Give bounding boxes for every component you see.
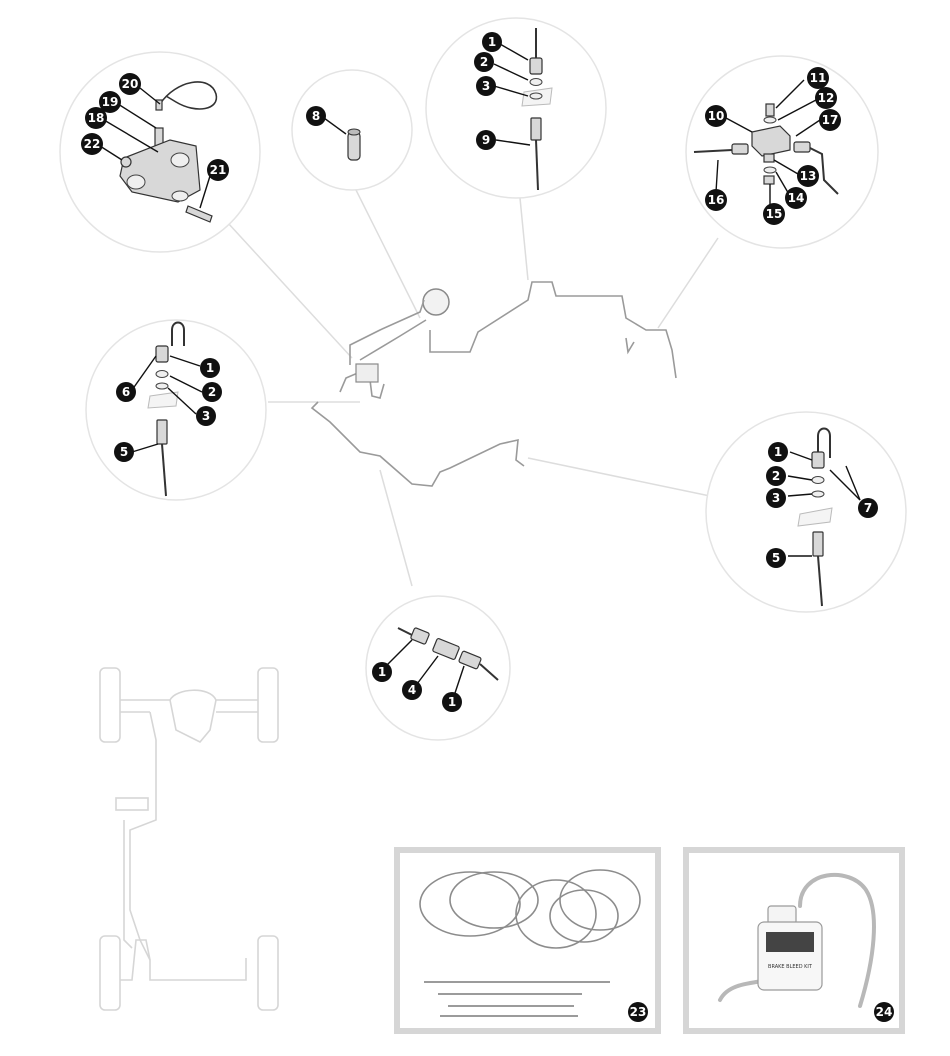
- svg-text:21: 21: [210, 163, 227, 177]
- callout-10-tee-piece[interactable]: 10: [705, 105, 727, 127]
- callout-1-fitting-left[interactable]: 1: [200, 358, 220, 378]
- callout-9-flexible-hose[interactable]: 9: [476, 130, 496, 150]
- svg-text:1: 1: [206, 361, 214, 375]
- bleed-kit-label: BRAKE BLEED KIT: [768, 964, 813, 970]
- callout-3-washer[interactable]: 3: [476, 76, 496, 96]
- coiled-pipes: [419, 869, 641, 949]
- detail-tee-piece: 11 12 10 17 13 14 15 16: [685, 55, 879, 249]
- callout-13-union[interactable]: 13: [797, 165, 819, 187]
- svg-text:11: 11: [810, 71, 827, 85]
- detail-connector: 8: [291, 69, 413, 191]
- pipe-run-right-end: [625, 337, 635, 355]
- callout-17-pipe-nut[interactable]: 17: [819, 109, 841, 131]
- callout-20-switch-wire[interactable]: 20: [119, 73, 141, 95]
- svg-text:7: 7: [864, 501, 872, 515]
- detail-pipe-joint: 1 4 1: [365, 595, 511, 741]
- callout-7-pipe-right[interactable]: 7: [858, 498, 878, 518]
- svg-text:19: 19: [102, 95, 119, 109]
- svg-text:8: 8: [312, 109, 320, 123]
- svg-text:3: 3: [202, 409, 210, 423]
- svg-text:5: 5: [772, 551, 780, 565]
- svg-text:14: 14: [788, 191, 805, 205]
- pdwa-valve-mount: [355, 363, 379, 383]
- svg-text:20: 20: [122, 77, 139, 91]
- brake-bleed-kit-panel[interactable]: BRAKE BLEED KIT 24: [683, 847, 905, 1034]
- svg-text:22: 22: [84, 137, 101, 151]
- callout-19-switch[interactable]: 19: [99, 91, 121, 113]
- svg-text:9: 9: [482, 133, 490, 147]
- svg-text:2: 2: [480, 55, 488, 69]
- svg-text:3: 3: [772, 491, 780, 505]
- bleed-bottle-label-panel: [766, 932, 814, 952]
- svg-text:1: 1: [448, 695, 456, 709]
- chassis-outline: [99, 667, 279, 1011]
- brake-pipe-assembly: [310, 281, 677, 487]
- callout-21-bolt[interactable]: 21: [207, 159, 229, 181]
- callout-11-bolt[interactable]: 11: [807, 67, 829, 89]
- callout-8-connector[interactable]: 8: [306, 106, 326, 126]
- callout-4-joint-connector[interactable]: 4: [402, 680, 422, 700]
- svg-text:3: 3: [482, 79, 490, 93]
- callout-1-joint-a[interactable]: 1: [372, 662, 392, 682]
- guide-lines: [227, 181, 719, 587]
- svg-text:1: 1: [378, 665, 386, 679]
- svg-text:4: 4: [408, 683, 416, 697]
- callout-22-plug[interactable]: 22: [81, 133, 103, 155]
- master-cylinder-reservoir: [422, 288, 450, 316]
- detail-left-hose: 1 6 2 3 5: [85, 319, 267, 501]
- callout-12-washer[interactable]: 12: [815, 87, 837, 109]
- callout-15-nut[interactable]: 15: [763, 203, 785, 225]
- pipe-run-front: [349, 299, 425, 365]
- svg-text:10: 10: [708, 109, 725, 123]
- callout-2-olive-right[interactable]: 2: [766, 466, 786, 486]
- pipe-run-mid: [359, 319, 427, 361]
- svg-text:1: 1: [488, 35, 496, 49]
- brake-pipe-kit-panel[interactable]: 23: [394, 847, 661, 1034]
- svg-text:15: 15: [766, 207, 783, 221]
- svg-text:13: 13: [800, 169, 817, 183]
- svg-text:23: 23: [630, 1005, 647, 1019]
- detail-right-hose: 1 2 3 7 5: [705, 411, 907, 613]
- svg-text:5: 5: [120, 445, 128, 459]
- callout-1-fitting[interactable]: 1: [482, 32, 502, 52]
- callout-2-olive-left[interactable]: 2: [202, 382, 222, 402]
- callout-18-pdwa-valve[interactable]: 18: [85, 107, 107, 129]
- detail-top-hose: 1 2 3 9: [425, 17, 607, 199]
- svg-text:2: 2: [208, 385, 216, 399]
- svg-text:17: 17: [822, 113, 839, 127]
- callout-5-hose-right[interactable]: 5: [766, 548, 786, 568]
- svg-text:1: 1: [774, 445, 782, 459]
- straight-pipes: [424, 981, 610, 1017]
- svg-text:2: 2: [772, 469, 780, 483]
- callout-5-hose-left[interactable]: 5: [114, 442, 134, 462]
- bleed-bottle-cap: [767, 905, 797, 925]
- callout-2-olive[interactable]: 2: [474, 52, 494, 72]
- callout-6-pipe-left[interactable]: 6: [116, 382, 136, 402]
- pipe-run-lower: [310, 401, 525, 487]
- callout-14-washer[interactable]: 14: [785, 187, 807, 209]
- svg-text:16: 16: [708, 193, 725, 207]
- svg-text:18: 18: [88, 111, 105, 125]
- callout-24-brake-bleed-kit[interactable]: 24: [874, 1002, 894, 1022]
- callout-16-pipe[interactable]: 16: [705, 189, 727, 211]
- callout-23-brake-pipe-kit[interactable]: 23: [628, 1002, 648, 1022]
- svg-text:24: 24: [876, 1005, 893, 1019]
- callout-1-fitting-right[interactable]: 1: [768, 442, 788, 462]
- svg-text:6: 6: [122, 385, 130, 399]
- callout-3-washer-left[interactable]: 3: [196, 406, 216, 426]
- callout-1-joint-b[interactable]: 1: [442, 692, 462, 712]
- detail-pdwa-valve: 20 19 18 22 21: [59, 51, 261, 253]
- pipe-run-upper: [429, 281, 677, 379]
- svg-text:12: 12: [818, 91, 835, 105]
- callout-3-washer-right[interactable]: 3: [766, 488, 786, 508]
